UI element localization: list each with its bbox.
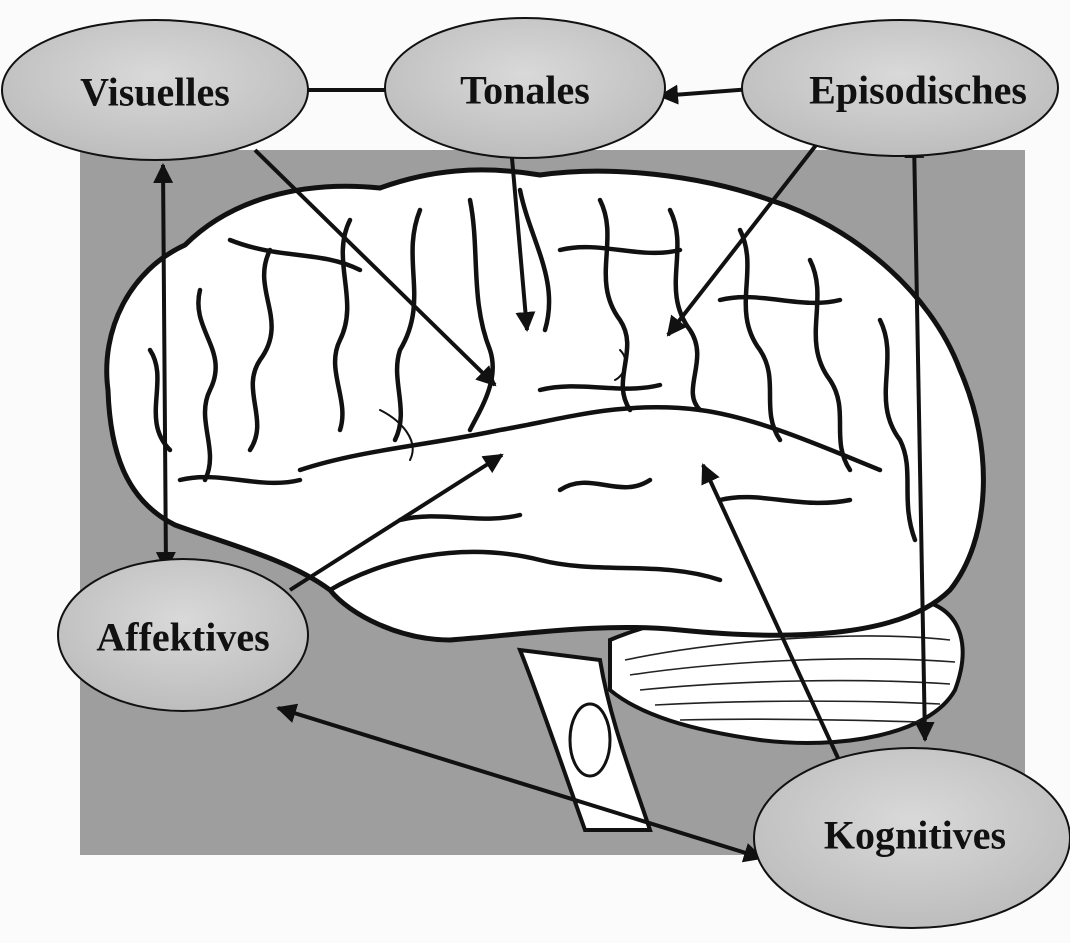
node-label-kognitives: Kognitives xyxy=(824,813,1006,858)
node-label-tonales: Tonales xyxy=(460,68,590,113)
node-label-affektives: Affektives xyxy=(96,615,269,660)
node-visuelles: Visuelles xyxy=(2,20,308,160)
node-label-visuelles: Visuelles xyxy=(80,70,230,115)
node-label-episodisches: Episodisches xyxy=(809,68,1027,113)
node-affektives: Affektives xyxy=(58,559,308,711)
node-episodisches: Episodisches xyxy=(742,20,1058,156)
node-kognitives: Kognitives xyxy=(754,748,1070,928)
node-tonales: Tonales xyxy=(385,18,665,158)
